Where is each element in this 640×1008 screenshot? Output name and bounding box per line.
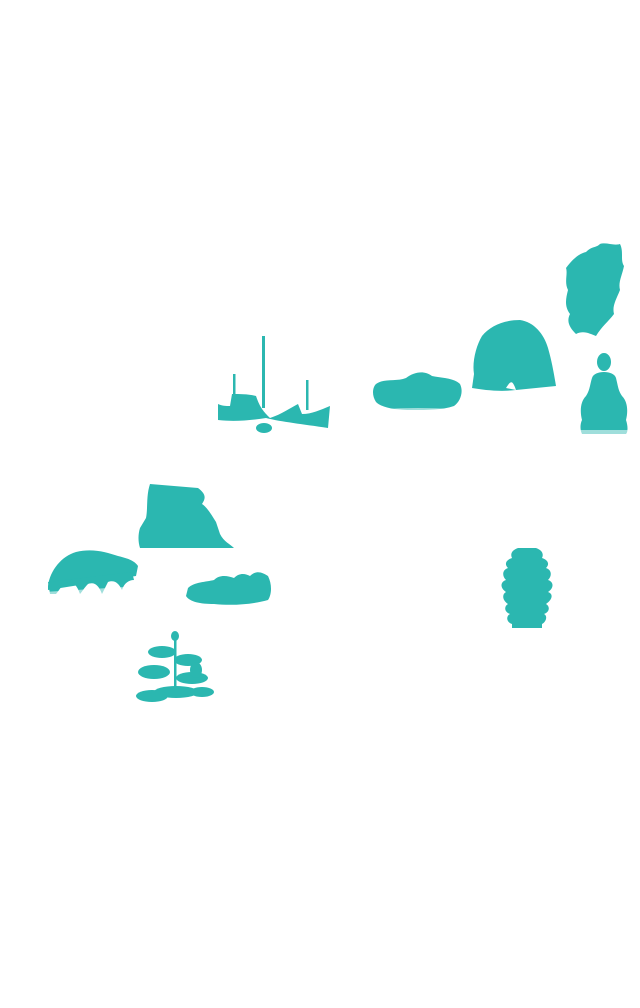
pagoda-icon[interactable] bbox=[498, 546, 556, 630]
sailing-boat-icon[interactable] bbox=[216, 334, 332, 438]
small-island-icon[interactable] bbox=[184, 568, 274, 608]
rock-icon[interactable] bbox=[470, 318, 558, 392]
arch-bridge-icon[interactable] bbox=[44, 546, 144, 606]
buddha-statue-icon[interactable] bbox=[578, 352, 630, 440]
cliff-icon[interactable] bbox=[136, 482, 236, 550]
mountain-peak-icon[interactable] bbox=[562, 242, 626, 338]
stone-island-icon[interactable] bbox=[372, 370, 464, 416]
lotus-pond-icon[interactable] bbox=[132, 630, 218, 706]
